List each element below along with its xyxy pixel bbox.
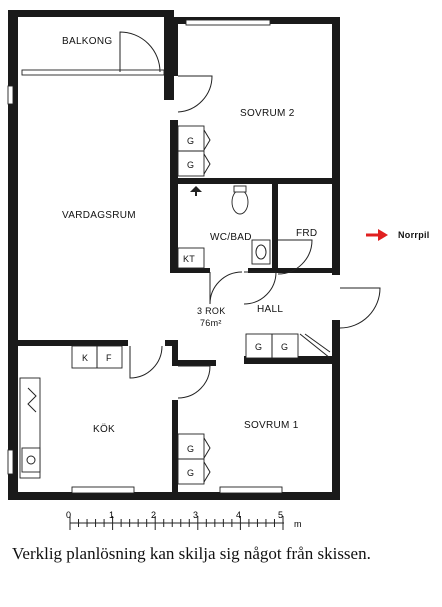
apartment-area: 76m² [200,318,222,328]
scale-tick-label: 5 [278,510,283,520]
interior-walls [16,24,336,492]
wardrobe-label: G [281,342,288,352]
north-arrow: Norrpil [366,229,430,241]
room-label-sovrum-2: SOVRUM 2 [240,108,295,119]
room-label-vardagsrum: VARDAGSRUM [62,210,136,221]
room-label-sovrum-1: SOVRUM 1 [244,420,299,431]
freezer-label: F [106,353,112,363]
doors [119,31,381,399]
scale-tick-label: 0 [66,510,71,520]
scale-tick-label: 1 [109,510,114,520]
wardrobe-label: G [255,342,262,352]
disclaimer-caption: Verklig planlösning kan skilja sig något… [12,544,371,563]
wardrobe-label: G [187,468,194,478]
room-label-hall: HALL [257,304,283,315]
fixtures [19,125,331,485]
wardrobe-label: G [187,444,194,454]
north-arrow-label: Norrpil [398,230,430,240]
scale-tick-label: 3 [193,510,198,520]
scale-bar: 0 1 2 3 4 5 m [66,510,302,530]
room-label-balkong: BALKONG [62,36,112,47]
room-label-frd: FRD [296,228,317,239]
room-label-wc-bad: WC/BAD [210,232,252,243]
scale-tick-label: 2 [151,510,156,520]
wardrobe-label: G [187,136,194,146]
room-label-kok: KÖK [93,423,115,435]
apartment-rooms: 3 ROK [197,306,226,316]
fridge-label: K [82,353,88,363]
scale-unit: m [294,519,302,529]
floor-plan: BALKONG SOVRUM 2 VARDAGSRUM WC/BAD FRD H… [7,10,430,530]
windows [7,19,283,494]
scale-tick-label: 4 [236,510,241,520]
wardrobe-label: G [187,160,194,170]
laundry-cabinet-label: KT [183,254,195,264]
